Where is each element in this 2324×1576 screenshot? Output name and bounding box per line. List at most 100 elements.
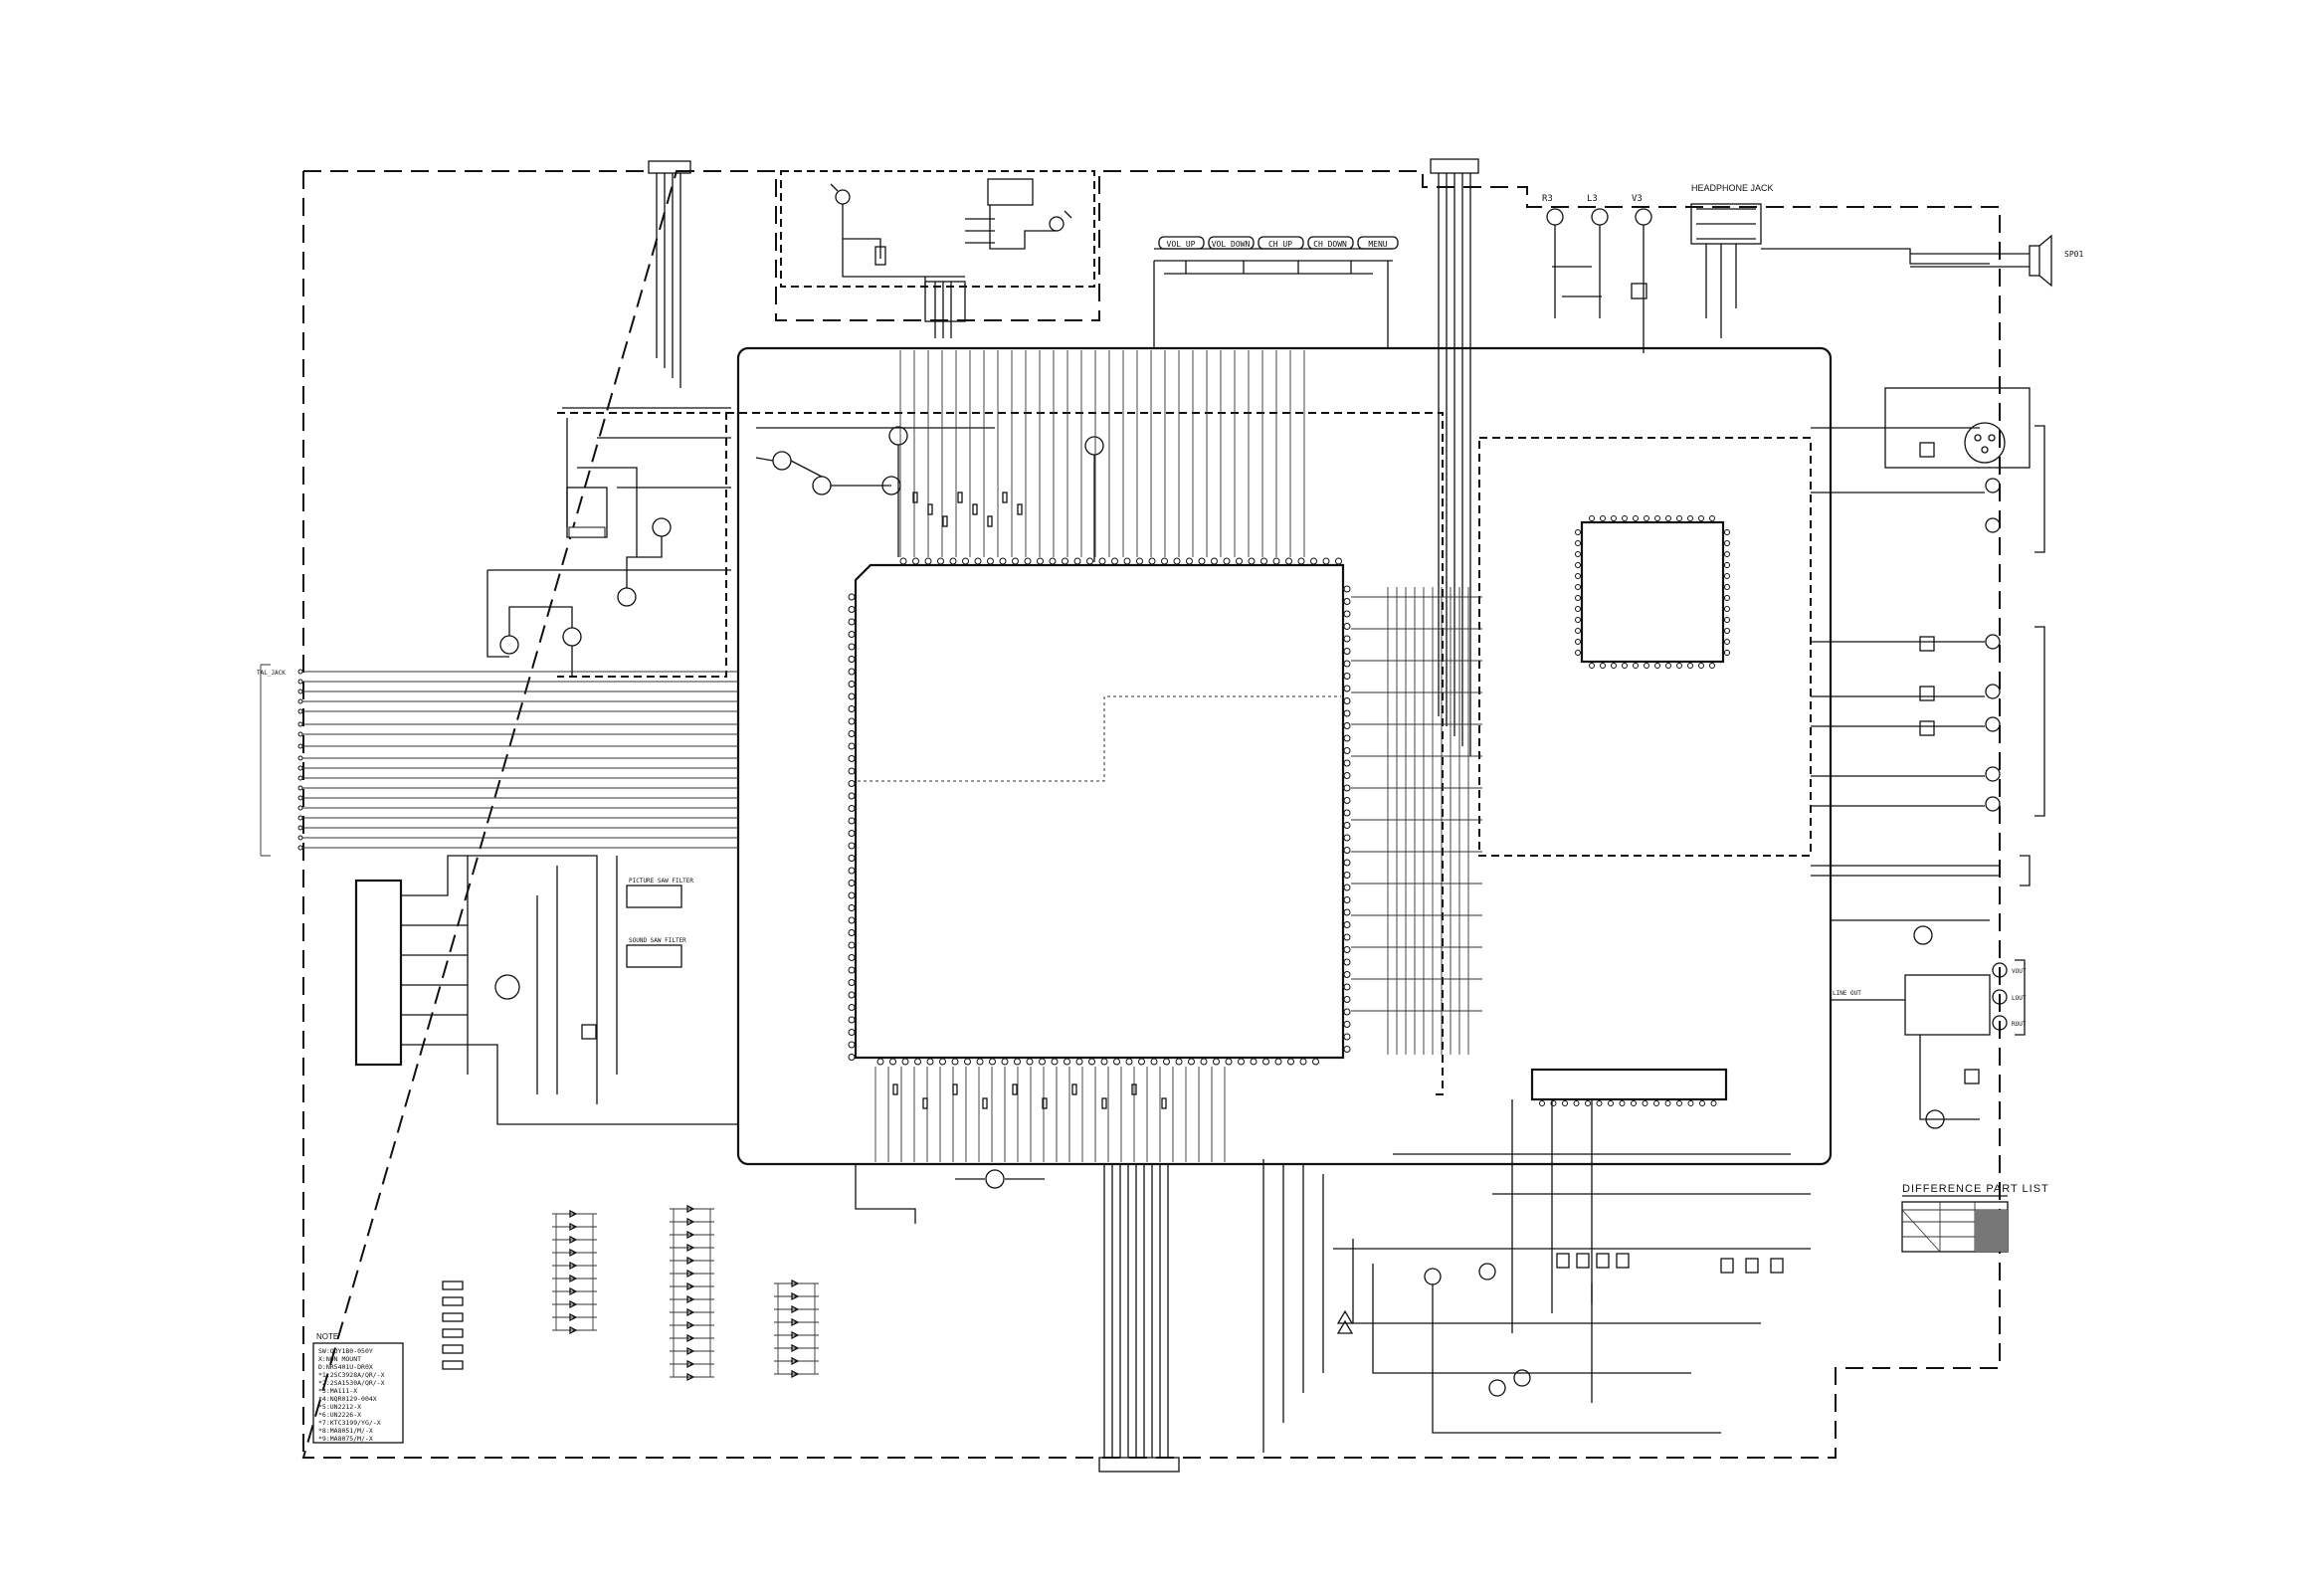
top-resistor xyxy=(942,515,948,527)
driver-pin xyxy=(1562,1100,1568,1106)
ic-pin-right xyxy=(1343,734,1351,742)
diode-array-2-diode xyxy=(686,1269,695,1279)
diode-array-3-diode xyxy=(791,1317,800,1327)
bus-terminal xyxy=(297,698,303,704)
top-resistor xyxy=(912,492,918,503)
audio-pin-top xyxy=(1676,515,1682,521)
driver-pin xyxy=(1619,1100,1626,1106)
ic-pin-bottom xyxy=(1064,1058,1070,1066)
ic-pin-left xyxy=(848,1041,856,1049)
tuner-module xyxy=(354,879,403,1067)
ic-pin-top xyxy=(1024,557,1032,565)
top-verticals xyxy=(899,350,1305,557)
ic-pin-right xyxy=(1343,809,1351,817)
audio-ic-pins xyxy=(1575,515,1730,669)
ic-pin-bottom xyxy=(1150,1058,1158,1066)
audio-pin-bottom xyxy=(1644,663,1649,669)
ic-pin-left xyxy=(848,1054,856,1061)
ic-pin-top xyxy=(1297,557,1305,565)
left-transistors xyxy=(486,407,731,677)
ic-pin-right xyxy=(1343,722,1351,729)
bottom-resistor xyxy=(922,1097,928,1109)
key-ch-up-box xyxy=(1258,236,1304,250)
bus-terminal xyxy=(297,669,303,675)
ic-pin-left xyxy=(848,1016,856,1024)
ic-pin-right xyxy=(1343,709,1351,717)
ic-pin-left xyxy=(848,681,856,688)
jack-label-r3: R3 xyxy=(1542,194,1553,204)
bus-terminal xyxy=(297,845,303,851)
ic-pin-left xyxy=(848,717,856,725)
ic-pin-left xyxy=(848,792,856,800)
top-resistor xyxy=(1017,503,1023,515)
note-title: NOTE xyxy=(316,1332,338,1341)
ic-pin-left xyxy=(848,842,856,850)
audio-pin-top xyxy=(1665,515,1671,521)
diode-array-1-diode xyxy=(569,1222,578,1232)
ic-pin-left xyxy=(848,880,856,886)
diode-array-1-diode xyxy=(569,1325,578,1335)
ic-pin-bottom xyxy=(1200,1058,1208,1066)
driver-pin xyxy=(1710,1100,1717,1106)
note-line-9: *7:KTC3199/YG/-X xyxy=(318,1419,381,1427)
ic-pin-top xyxy=(1049,557,1057,565)
diode-array-1-diode xyxy=(569,1235,578,1245)
driver-pin xyxy=(1608,1100,1614,1106)
bottom-resistor xyxy=(1161,1097,1167,1109)
note-line-5: *3:MA111-X xyxy=(318,1387,357,1395)
note-line-1: X:NON MOUNT xyxy=(318,1355,361,1363)
ic-pin-top xyxy=(912,557,919,565)
bus-terminal xyxy=(297,775,303,781)
diode-array-1-diode xyxy=(569,1261,578,1271)
audio-shield-dashed xyxy=(1478,437,1812,857)
ic-pin-bottom xyxy=(926,1058,934,1066)
diode-array-2-diode xyxy=(686,1307,695,1317)
audio-pin-bottom xyxy=(1589,663,1595,669)
ic-pin-top xyxy=(949,557,957,565)
driver-pin xyxy=(1631,1100,1637,1106)
bus-terminal xyxy=(297,795,303,801)
tal-jack-label: TAL_JACK xyxy=(257,670,286,677)
driver-pin xyxy=(1664,1100,1671,1106)
audio-pin-left xyxy=(1575,573,1581,579)
diode-array-3-diode xyxy=(791,1279,800,1288)
audio-pin-bottom xyxy=(1654,663,1660,669)
note-line-7: *5:UN2212-X xyxy=(318,1403,361,1411)
bus-terminal xyxy=(297,679,303,685)
ic-pin-top xyxy=(1037,557,1044,565)
ic-pin-left xyxy=(848,767,856,775)
audio-pin-right xyxy=(1724,628,1730,634)
ic-pin-left xyxy=(848,805,856,812)
ic-pin-left xyxy=(848,742,856,750)
ic-pin-top xyxy=(1322,557,1330,565)
ic-pin-left xyxy=(848,1004,856,1011)
ic-pin-bottom xyxy=(1262,1058,1269,1066)
audio-pin-top xyxy=(1600,515,1606,521)
ic-pin-bottom xyxy=(1014,1058,1021,1066)
audio-pin-right xyxy=(1724,639,1730,645)
key-ch-down: CH DOWN xyxy=(1313,240,1347,249)
bottom-resistor xyxy=(952,1084,958,1095)
audio-pin-left xyxy=(1575,540,1581,546)
bottom-verticals xyxy=(874,1067,1226,1162)
key-vol-up: VOL UP xyxy=(1167,240,1196,249)
ic-pin-right xyxy=(1343,958,1351,966)
ic-pin-right xyxy=(1343,635,1351,643)
diode-array-3-diode xyxy=(791,1343,800,1353)
ic-pin-bottom xyxy=(1051,1058,1059,1066)
audio-pin-top xyxy=(1687,515,1693,521)
ir-led-subboard xyxy=(780,170,1095,338)
ic-pin-bottom xyxy=(1250,1058,1258,1066)
ic-pin-top xyxy=(937,557,944,565)
bus-terminal xyxy=(297,765,303,771)
audio-ic xyxy=(1580,520,1725,664)
ic-pin-top xyxy=(1211,557,1218,565)
right-verticals xyxy=(1351,587,1482,1055)
board-outline xyxy=(301,170,2001,1459)
diode-array-3-diode xyxy=(791,1291,800,1301)
ic-pin-right xyxy=(1343,697,1351,704)
ic-pin-right xyxy=(1343,859,1351,867)
diode-array-2-diode xyxy=(686,1372,695,1382)
picture-saw-filter xyxy=(626,885,682,908)
ic-pin-bottom xyxy=(901,1058,909,1066)
